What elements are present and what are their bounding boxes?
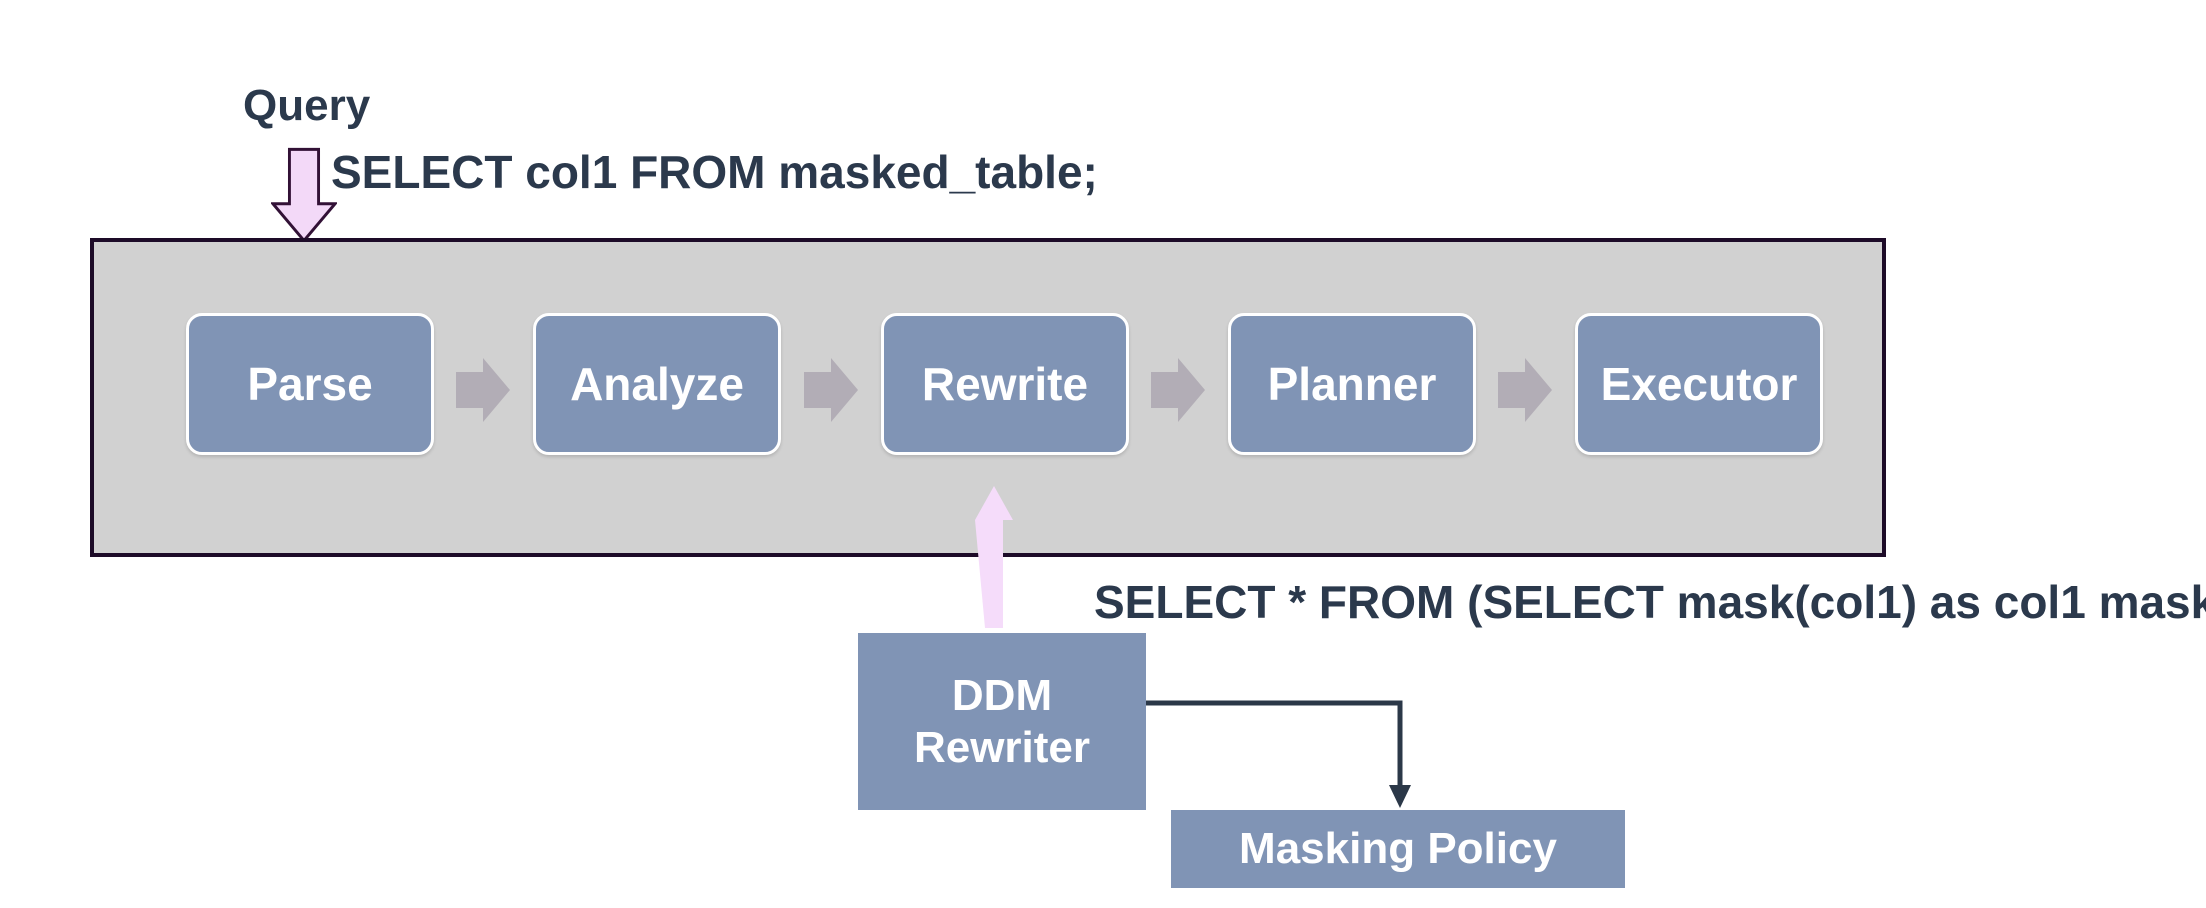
flow-arrow-icon	[1498, 358, 1552, 422]
flow-arrow-icon	[804, 358, 858, 422]
masking-policy-label: Masking Policy	[1239, 824, 1557, 873]
stage-box-executor: Executor	[1575, 313, 1823, 455]
masking-policy-box: Masking Policy	[1171, 810, 1625, 888]
stage-label: Analyze	[570, 358, 744, 410]
ddm-rewriter-line2: Rewriter	[913, 722, 1091, 772]
rewrite-highlight-up-arrow-icon	[975, 486, 1013, 628]
query-down-arrow-icon	[271, 147, 337, 243]
stage-box-planner: Planner	[1228, 313, 1476, 455]
query-pipeline-container: Parse Analyze Rewrite Planner Executor	[90, 238, 1886, 557]
input-sql-text: SELECT col1 FROM masked_table;	[331, 146, 1098, 198]
rewritten-sql-text: SELECT * FROM (SELECT mask(col1) as col1…	[1094, 576, 2206, 628]
stage-box-parse: Parse	[186, 313, 434, 455]
stage-label: Parse	[247, 358, 373, 410]
ddm-to-masking-policy-connector-icon	[1146, 700, 1411, 808]
query-label: Query	[243, 81, 371, 130]
stage-box-analyze: Analyze	[533, 313, 781, 455]
flow-arrow-icon	[1151, 358, 1205, 422]
stage-label: Planner	[1267, 358, 1437, 410]
stage-box-rewrite: Rewrite	[881, 313, 1129, 455]
flow-arrow-icon	[456, 358, 510, 422]
ddm-rewriter-line1: DDM	[951, 670, 1053, 720]
ddm-rewriter-box: DDM Rewriter	[858, 633, 1146, 810]
stage-label: Executor	[1600, 358, 1798, 410]
stage-label: Rewrite	[921, 358, 1089, 410]
